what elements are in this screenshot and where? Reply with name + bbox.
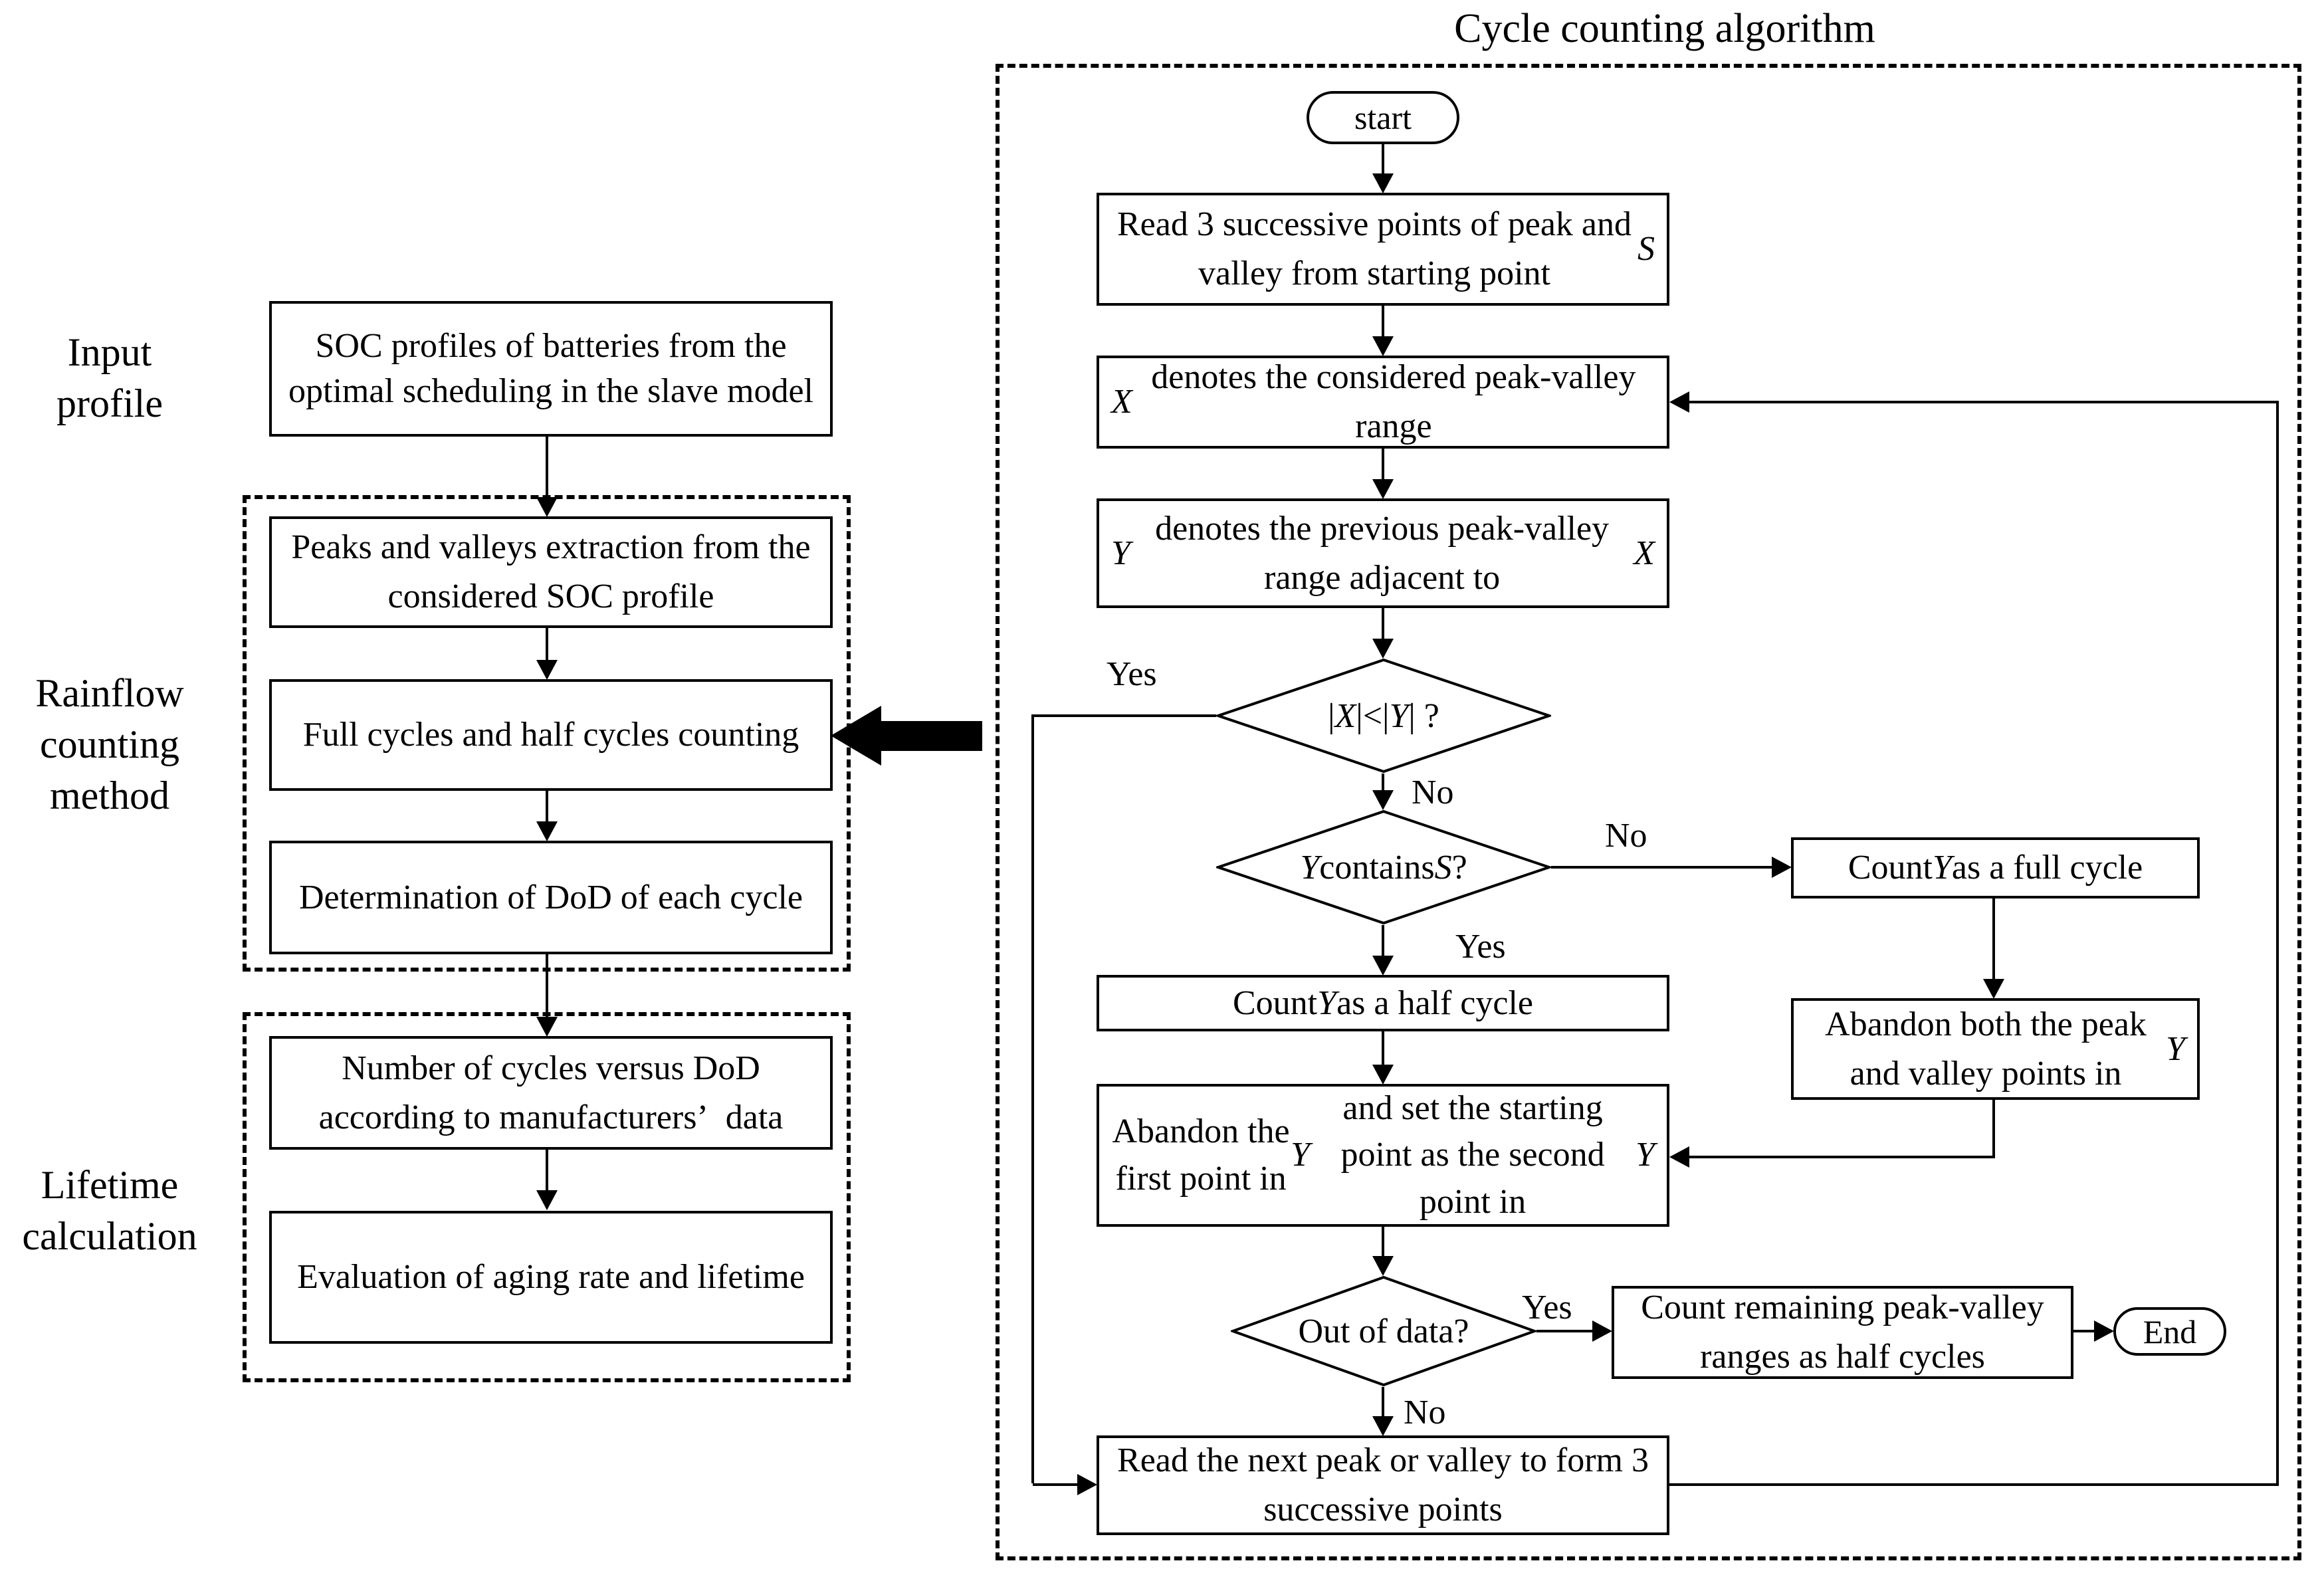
connector-abandon-both-down xyxy=(1992,1100,1995,1158)
connector-remaining-to-end xyxy=(2073,1330,2094,1332)
arrowhead-d3-to-remaining xyxy=(1592,1320,1612,1342)
arrowhead-abandon-first-to-d3 xyxy=(1372,1256,1394,1276)
edge-label-d3-no: No xyxy=(1404,1394,1446,1431)
node-aging-evaluation: Evaluation of aging rate and lifetime xyxy=(269,1211,833,1344)
arrowhead-remaining-to-end xyxy=(2094,1320,2114,1342)
feedback-yes-horizontal xyxy=(1033,714,1216,717)
connector-d2-to-half xyxy=(1382,925,1384,956)
connector-d1-to-d2 xyxy=(1382,774,1384,790)
connector-start-to-read3 xyxy=(1382,144,1384,173)
edge-label-d2-no: No xyxy=(1605,817,1647,855)
node-start: start xyxy=(1307,91,1459,144)
node-abandon-first-point: Abandon the first point in Y and set the… xyxy=(1097,1084,1669,1227)
node-full-half-cycle-counting: Full cycles and half cycles counting xyxy=(269,679,833,791)
arrowhead-full-to-abandon-both xyxy=(1983,979,2004,999)
arrowhead-d3-to-read-next xyxy=(1372,1416,1394,1436)
arrowhead-soc-to-peaks xyxy=(536,497,558,517)
node-count-half-cycle: Count Y as a half cycle xyxy=(1097,975,1669,1031)
connector-cycles-to-aging xyxy=(546,1150,548,1190)
connector-peaks-to-counting xyxy=(546,628,548,660)
input-profile-label: Input profile xyxy=(56,330,163,425)
node-count-full-cycle: Count Y as a full cycle xyxy=(1791,837,2200,898)
lifetime-calculation-label: Lifetime calculation xyxy=(22,1163,197,1258)
node-soc-profiles: SOC profiles of batteries from the optim… xyxy=(269,301,833,437)
edge-label-d3-yes: Yes xyxy=(1522,1289,1572,1326)
connector-d3-to-read-next xyxy=(1382,1387,1384,1416)
arrowhead-x-to-y xyxy=(1372,479,1394,499)
node-dod-determination: Determination of DoD of each cycle xyxy=(269,841,833,954)
connector-d2-to-full xyxy=(1551,866,1772,869)
feedback-loop-top xyxy=(1689,401,2279,403)
arrowhead-y-to-d1 xyxy=(1372,639,1394,659)
feedback-yes-bottom xyxy=(1033,1483,1077,1486)
arrowhead-abandon-both-to-abandon-first xyxy=(1669,1146,1689,1168)
algorithm-link-arrow xyxy=(831,706,982,766)
node-x-denotes: X denotes the considered peak-valley ran… xyxy=(1097,356,1669,449)
arrowhead-d2-to-half xyxy=(1372,956,1394,976)
connector-counting-to-dod xyxy=(546,791,548,821)
rainflow-method-label: Rainflow counting method xyxy=(35,671,184,817)
arrowhead-start-to-read3 xyxy=(1372,173,1394,193)
arrowhead-feedback-yes xyxy=(1077,1474,1097,1495)
arrowhead-d1-to-d2 xyxy=(1372,790,1394,810)
connector-dod-to-cycles xyxy=(546,954,548,1017)
node-read-3-points: Read 3 successive points of peak and val… xyxy=(1097,193,1669,306)
arrowhead-counting-to-dod xyxy=(536,821,558,841)
arrowhead-read3-to-x xyxy=(1372,336,1394,356)
connector-x-to-y xyxy=(1382,449,1384,479)
decision-y-contains-s: Y contains S? xyxy=(1216,809,1551,925)
arrowhead-feedback-loop xyxy=(1669,391,1689,413)
arrowhead-cycles-to-aging xyxy=(536,1190,558,1210)
arrowhead-dod-to-cycles xyxy=(536,1017,558,1037)
decision-x-less-than-y: |X|<|Y| ? xyxy=(1216,658,1551,774)
algorithm-frame xyxy=(996,64,2301,1560)
arrowhead-half-to-abandon-first xyxy=(1372,1065,1394,1085)
algorithm-title: Cycle counting algorithm xyxy=(1454,6,1875,51)
connector-abandon-both-left xyxy=(1689,1156,1995,1158)
node-end: End xyxy=(2113,1307,2226,1356)
connector-read3-to-x xyxy=(1382,306,1384,336)
connector-y-to-d1 xyxy=(1382,608,1384,639)
edge-label-d2-yes: Yes xyxy=(1455,928,1506,966)
node-read-next-peak: Read the next peak or valley to form 3 s… xyxy=(1097,1435,1669,1535)
feedback-loop-vertical xyxy=(2276,401,2279,1486)
feedback-loop-bottom xyxy=(1669,1483,2279,1486)
feedback-yes-vertical xyxy=(1031,714,1034,1483)
arrowhead-d2-to-full xyxy=(1772,857,1792,878)
node-y-denotes: Y denotes the previous peak-valley range… xyxy=(1097,498,1669,608)
connector-soc-to-peaks xyxy=(546,437,548,497)
node-abandon-both-points: Abandon both the peak and valley points … xyxy=(1791,998,2200,1100)
decision-out-of-data: Out of data? xyxy=(1231,1275,1536,1387)
connector-abandon-first-to-d3 xyxy=(1382,1227,1384,1256)
connector-half-to-abandon-first xyxy=(1382,1031,1384,1065)
edge-label-d1-yes: Yes xyxy=(1107,655,1157,693)
node-cycles-vs-dod: Number of cycles versus DoD according to… xyxy=(269,1036,833,1150)
edge-label-d1-no: No xyxy=(1412,774,1454,811)
node-peaks-valleys-extraction: Peaks and valleys extraction from the co… xyxy=(269,516,833,628)
arrowhead-peaks-to-counting xyxy=(536,660,558,680)
node-count-remaining: Count remaining peak-valley ranges as ha… xyxy=(1612,1286,2073,1379)
connector-full-to-abandon-both xyxy=(1992,898,1995,979)
connector-d3-to-remaining xyxy=(1536,1330,1592,1332)
